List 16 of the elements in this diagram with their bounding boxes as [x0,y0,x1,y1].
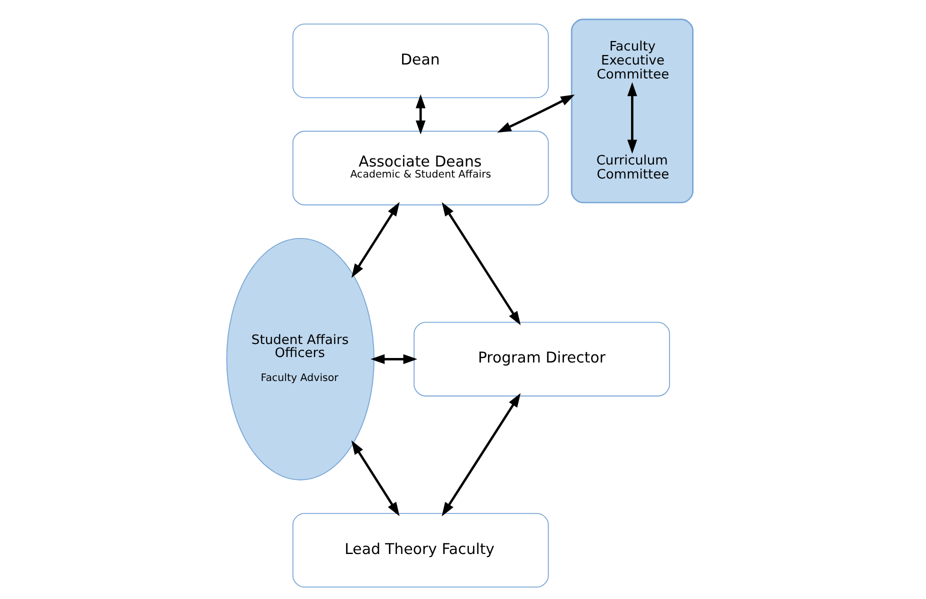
node-box: Dean [292,24,548,98]
arrow [370,354,417,364]
node-text: Curriculum Committee [596,154,669,183]
arrow [350,202,400,278]
node-box: Program Director [413,322,670,396]
node-text: Faculty Executive Committee [596,39,669,82]
cluster [570,18,694,204]
arrow [441,202,520,326]
arrow [415,94,426,134]
node-box: Associate Deans Academic & Student Affairs [292,130,548,206]
arrow [441,393,520,516]
arrow [626,82,637,154]
node-box: Lead Theory Faculty [292,512,548,588]
node-ellipse: Student Affairs Officers Faculty Advisor [226,238,374,480]
arrow [496,94,574,133]
arrow [350,440,400,516]
